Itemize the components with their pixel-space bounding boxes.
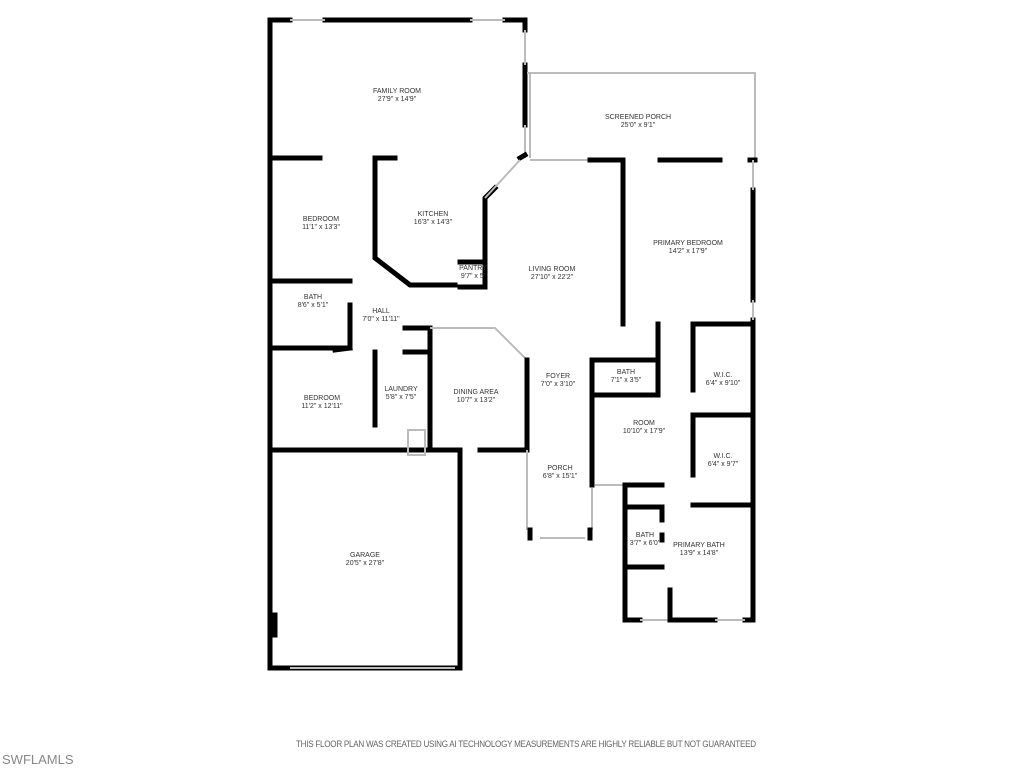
room-label: W.I.C.6'4" x 9'7"	[708, 453, 739, 468]
room-name: BEDROOM	[303, 216, 339, 223]
room-dimensions: 27'10" x 22'2"	[531, 274, 574, 281]
room-name: BEDROOM	[304, 395, 340, 402]
walls	[267, 17, 758, 671]
room-name: PANTRY	[459, 265, 487, 272]
room-name: FAMILY ROOM	[373, 88, 421, 95]
room-dimensions: 11'2" x 12'11"	[301, 403, 343, 410]
room-name: PRIMARY BATH	[673, 542, 725, 549]
room-name: PRIMARY BEDROOM	[653, 240, 723, 247]
room-dimensions: 10'10" x 17'9"	[623, 428, 666, 435]
room-dimensions: 3'7" x 6'0"	[630, 540, 661, 547]
room-name: W.I.C.	[713, 453, 732, 460]
room-dimensions: 8'6" x 5'1"	[298, 302, 329, 309]
room-name: DINING AREA	[453, 389, 498, 396]
room-dimensions: 7'0" x 11'11"	[362, 316, 400, 323]
room-dimensions: 25'0" x 9'1"	[621, 122, 656, 129]
room-name: PORCH	[547, 465, 572, 472]
room-name: LAUNDRY	[384, 386, 418, 393]
room-dimensions: 6'8" x 15'1"	[543, 473, 578, 480]
room-dimensions: 7'1" x 3'5"	[611, 377, 642, 384]
room-name: BATH	[617, 369, 635, 376]
disclaimer-text: THIS FLOOR PLAN WAS CREATED USING AI TEC…	[296, 739, 756, 749]
room-dimensions: 5'8" x 7'5"	[386, 394, 417, 401]
room-dimensions: 7'0" x 3'10"	[541, 381, 576, 388]
room-dimensions: 13'9" x 14'8"	[680, 550, 719, 557]
room-name: ROOM	[633, 420, 655, 427]
room-name: GARAGE	[350, 552, 380, 559]
room-name: HALL	[372, 308, 390, 315]
room-dimensions: 9'7" x 5'	[461, 273, 485, 280]
room-name: FOYER	[546, 373, 570, 380]
room-name: BATH	[304, 294, 322, 301]
room-name: BATH	[636, 532, 654, 539]
room-name: SCREENED PORCH	[605, 114, 671, 121]
room-dimensions: 6'4" x 9'10"	[706, 380, 741, 387]
brand-watermark: SWFLAMLS	[2, 752, 74, 767]
room-name: LIVING ROOM	[529, 266, 576, 273]
room-dimensions: 6'4" x 9'7"	[708, 461, 739, 468]
room-label: W.I.C.6'4" x 9'10"	[706, 372, 741, 387]
room-name: W.I.C.	[713, 372, 732, 379]
room-dimensions: 20'5" x 27'8"	[346, 560, 385, 567]
room-dimensions: 14'2" x 17'9"	[669, 248, 708, 255]
room-name: KITCHEN	[418, 211, 449, 218]
room-dimensions: 16'3" x 14'3"	[414, 219, 453, 226]
room-dimensions: 10'7" x 13'2"	[457, 397, 496, 404]
room-dimensions: 27'9" x 14'9"	[378, 96, 417, 103]
room-dimensions: 11'1" x 13'3"	[302, 224, 340, 231]
